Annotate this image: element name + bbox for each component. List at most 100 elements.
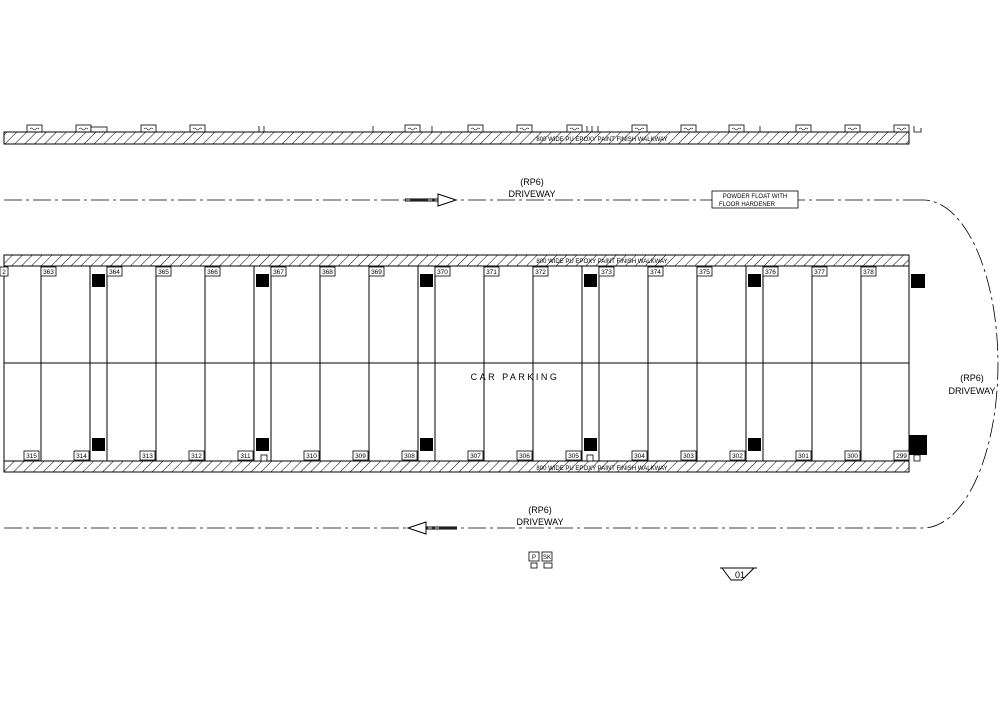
light-fixture-icon [404,124,421,133]
stall-number: 313 [142,453,153,460]
stall-number: 300 [847,453,858,460]
light-fixture-icon [470,127,481,131]
stall-number-box [467,450,484,461]
column-square [909,435,927,455]
light-fixture-icon [29,127,40,131]
top-wall-symbols [26,124,922,133]
stall-number-box [762,266,779,277]
stall-number: 299 [896,453,907,460]
finish-note-line1: POWDER FLOAT WITH [723,194,787,200]
light-fixture-icon [516,124,533,133]
column-square [584,438,597,451]
stall-number-box [237,450,254,461]
column-base-marker [913,454,921,462]
stall-number: 371 [486,269,497,276]
bottom-driveway: (RP6) DRIVEWAY [4,505,912,535]
stall-number-box [319,266,336,277]
column-square [256,438,269,451]
stall-number-box [106,266,123,277]
stall-number-box [188,450,205,461]
light-fixture-icon [683,127,694,131]
bottom-driveway-name: DRIVEWAY [516,517,563,527]
top-walkway-label: 800 WIDE PU EPOXY PAINT FINISH WALKWAY [536,137,667,143]
stall-number-box [40,266,57,277]
light-fixture-icon [519,127,530,131]
stall-number-box [565,450,582,461]
legend-tags: P SK [528,551,553,569]
top-driveway-name: DRIVEWAY [508,189,555,199]
stall-number: 368 [322,269,333,276]
stall-number-box [631,450,648,461]
stall-number-box [23,450,40,461]
legend-tag-p: P [532,555,536,561]
stall-number: 373 [601,269,612,276]
column-square [911,274,925,288]
stall-number: 309 [355,453,366,460]
stall-number: 377 [814,269,825,276]
stall-number: 303 [683,453,694,460]
stall-number: 2 [2,269,6,276]
column-square [92,274,105,287]
stall-number-box [647,266,664,277]
stall-number: 369 [371,269,382,276]
stall-number-box [844,450,861,461]
light-fixture-icon [143,127,154,131]
column-base-marker [260,454,268,462]
light-fixture-icon [192,127,203,131]
stall-number: 301 [798,453,809,460]
stall-number-box [893,450,910,461]
stall-number-box [0,266,9,277]
stall-number: 310 [306,453,317,460]
light-fixture-icon [847,127,858,131]
stall-number: 378 [863,269,874,276]
stall-number: 375 [699,269,710,276]
stall-number-box [368,266,385,277]
light-fixture-icon [634,127,645,131]
lower-walkway-label: 800 WIDE PU EPOXY PAINT FINISH WALKWAY [536,466,667,472]
light-fixture-icon [896,127,907,131]
stall-number: 311 [240,453,251,460]
bottom-driveway-tag: (RP6) [528,505,552,515]
right-driveway-tag: (RP6) [960,373,984,383]
stall-number-box [434,266,451,277]
light-fixture-icon [189,124,206,133]
stall-number-box [696,266,713,277]
stall-number-box [155,266,172,277]
structural-columns [92,274,927,462]
stall-number: 305 [568,453,579,460]
stall-number-box [811,266,828,277]
stall-number-box [270,266,287,277]
top-driveway-tag: (RP6) [520,177,544,187]
stall-number-box [795,450,812,461]
stall-number: 374 [650,269,661,276]
light-fixture-icon [569,127,580,131]
stall-number-box [303,450,320,461]
light-fixture-icon [140,124,157,133]
column-square [92,438,105,451]
light-fixture-icon [798,127,809,131]
wall-outlet-icon [90,126,108,133]
top-driveway: (RP6) DRIVEWAY POWDER FLOAT WITH FLOOR H… [4,177,912,209]
stall-number: 372 [535,269,546,276]
right-driveway-name: DRIVEWAY [948,386,995,396]
finish-note-line2: FLOOR HARDENER [719,202,776,208]
stall-number: 302 [732,453,743,460]
column-square [584,274,597,287]
column-square [748,274,761,287]
stall-divider-lines [3,266,862,461]
stall-number-box [532,266,549,277]
light-fixture-icon [844,124,861,133]
stall-number: 306 [519,453,530,460]
stall-number: 365 [158,269,169,276]
light-fixture-icon [631,124,648,133]
stall-number-box [516,450,533,461]
light-fixture-icon [566,124,583,133]
stall-number-box [483,266,500,277]
stall-number: 376 [765,269,776,276]
column-square [420,438,433,451]
wall-corner-icon [913,126,922,133]
light-fixture-icon [26,124,43,133]
finish-note-box: POWDER FLOAT WITH FLOOR HARDENER [711,190,799,209]
